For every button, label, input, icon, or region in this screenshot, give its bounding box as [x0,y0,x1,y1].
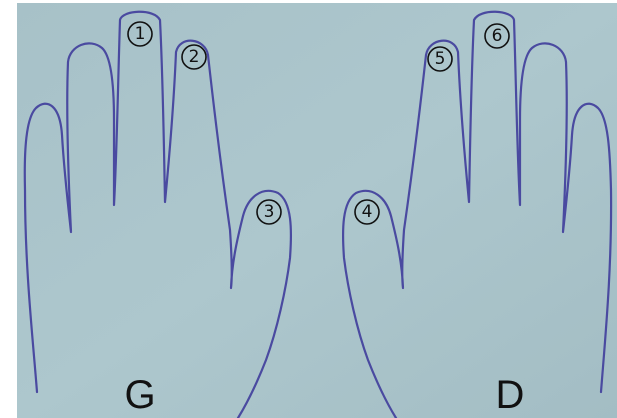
paper-background [17,3,617,418]
finger-marker-5-number: 5 [435,49,446,69]
finger-marker-1-number: 1 [135,24,146,44]
right-hand-label: D [496,373,525,417]
finger-marker-2-number: 2 [189,47,200,67]
left-hand-label: G [124,373,155,417]
finger-marker-4-number: 4 [362,202,373,222]
finger-marker-3-number: 3 [264,202,275,222]
finger-marker-6-number: 6 [492,26,503,46]
